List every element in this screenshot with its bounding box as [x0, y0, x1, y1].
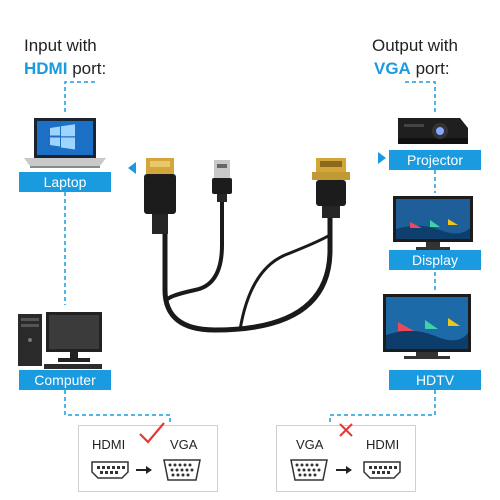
arrow-right-small-icon-2	[346, 466, 352, 474]
laptop-icon	[24, 118, 106, 168]
conversion-left-to: VGA	[170, 437, 198, 452]
hdmi-port-icon	[91, 461, 129, 479]
computer-icon	[18, 312, 102, 369]
output-heading-line1: Output with	[372, 36, 458, 55]
conversion-left-from: HDMI	[92, 437, 126, 452]
vga-port-icon	[163, 459, 201, 481]
check-mark-icon	[139, 422, 165, 444]
input-heading-line1: Input with	[24, 36, 97, 55]
projector-icon	[398, 118, 468, 144]
usb-connector-icon	[212, 160, 232, 202]
display-icon	[393, 196, 473, 250]
computer-label: Computer	[19, 370, 111, 390]
input-port-suffix: port:	[72, 59, 107, 78]
hdtv-icon	[383, 294, 471, 359]
laptop-label: Laptop	[19, 172, 111, 192]
cross-mark-icon	[339, 423, 353, 437]
conversion-right-from: VGA	[296, 437, 324, 452]
hdtv-label: HDTV	[389, 370, 481, 390]
dashed-connectors	[64, 81, 436, 425]
arrow-right-icon	[378, 152, 386, 164]
arrow-left-icon	[128, 162, 136, 174]
vga-connector-icon	[312, 158, 350, 218]
adapter-cable	[144, 158, 350, 333]
output-port-name: VGA	[374, 59, 411, 78]
hdmi-connector-icon	[144, 158, 176, 234]
display-label: Display	[389, 250, 481, 270]
input-heading-line2: HDMI port:	[24, 59, 106, 79]
vga-port-icon-2	[290, 459, 328, 481]
hdmi-port-icon-2	[363, 461, 401, 479]
conversion-right-to: HDMI	[366, 437, 400, 452]
arrow-right-small-icon	[146, 466, 152, 474]
output-heading-line2: VGA port:	[374, 59, 450, 79]
output-port-suffix: port:	[415, 59, 450, 78]
projector-label: Projector	[389, 150, 481, 170]
input-port-name: HDMI	[24, 59, 68, 78]
